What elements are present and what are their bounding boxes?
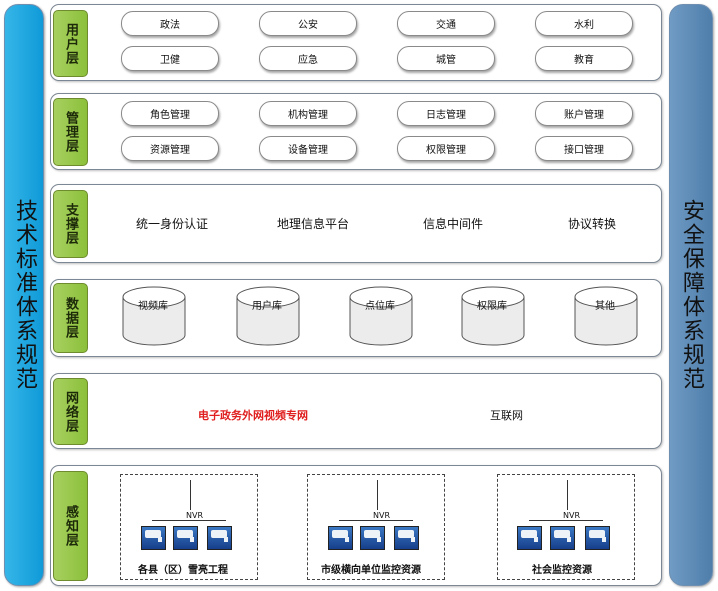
nvr-link-line (152, 520, 226, 521)
camera-device (141, 526, 166, 550)
support-layer (50, 184, 662, 263)
user-item: 卫健 (121, 46, 219, 71)
database-cylinder: 视频库 (122, 286, 186, 350)
county-xueliang-group (120, 474, 258, 580)
database-label: 权限库 (477, 301, 507, 312)
database-cylinder: 其他 (574, 286, 638, 350)
management-layer-tag-label: 管理层 (63, 111, 78, 153)
network-uplink-line (377, 480, 378, 510)
database-label: 用户库 (252, 301, 282, 312)
database-label: 点位库 (365, 301, 395, 312)
network-layer-tag: 网络层 (53, 378, 88, 445)
camera-icon (554, 530, 571, 542)
support-layer-tag-label: 支撑层 (63, 203, 78, 245)
county-xueliang-label: 各县（区）雪亮工程 (138, 565, 228, 576)
database-icon (236, 286, 300, 346)
right-pillar-label: 安全保障体系规范 (679, 199, 704, 391)
nvr-label: NVR (563, 511, 581, 520)
support-item: 协议转换 (568, 217, 617, 231)
network-layer-tag-label: 网络层 (63, 390, 78, 433)
management-layer-tag: 管理层 (53, 98, 88, 166)
nvr-label: NVR (186, 511, 204, 520)
database-cylinder: 用户库 (236, 286, 300, 350)
camera-icon (211, 530, 228, 542)
left-pillar-label: 技术标准体系规范 (12, 199, 37, 391)
nvr-link-line (529, 520, 603, 521)
perception-layer (50, 465, 662, 586)
camera-device (585, 526, 610, 550)
social-monitoring-label: 社会监控资源 (532, 565, 592, 576)
user-layer-tag-label: 用户层 (63, 22, 78, 65)
camera-device (394, 526, 419, 550)
user-item: 交通 (397, 11, 495, 36)
internet-label: 互联网 (490, 409, 523, 422)
management-item: 角色管理 (121, 101, 219, 126)
management-item: 权限管理 (397, 136, 495, 161)
camera-icon (145, 530, 162, 542)
user-item: 公安 (259, 11, 357, 36)
camera-icon (177, 530, 194, 542)
camera-device (517, 526, 542, 550)
database-icon (461, 286, 525, 346)
support-item: 信息中间件 (423, 217, 484, 231)
management-item: 接口管理 (535, 136, 633, 161)
management-item: 账户管理 (535, 101, 633, 126)
network-layer (50, 373, 662, 449)
support-item: 地理信息平台 (277, 217, 350, 231)
camera-icon (332, 530, 349, 542)
left-pillar: 技术标准体系规范 (4, 4, 44, 586)
user-layer-tag: 用户层 (53, 10, 88, 77)
nvr-link-line (339, 520, 413, 521)
social-monitoring-group (497, 474, 635, 580)
camera-device (550, 526, 575, 550)
perception-layer-tag-label: 感知层 (63, 505, 78, 547)
database-label: 视频库 (138, 301, 168, 312)
camera-icon (589, 530, 606, 542)
management-item: 资源管理 (121, 136, 219, 161)
data-layer-tag: 数据层 (53, 283, 88, 353)
data-layer-tag-label: 数据层 (63, 297, 78, 339)
user-item: 教育 (535, 46, 633, 71)
user-item: 应急 (259, 46, 357, 71)
camera-icon (521, 530, 538, 542)
database-icon (349, 286, 413, 346)
management-item: 日志管理 (397, 101, 495, 126)
right-pillar: 安全保障体系规范 (669, 4, 713, 586)
database-label: 其他 (595, 301, 615, 312)
camera-device (173, 526, 198, 550)
perception-layer-tag: 感知层 (53, 471, 88, 581)
database-icon (574, 286, 638, 346)
camera-device (207, 526, 232, 550)
support-layer-tag: 支撑层 (53, 190, 88, 258)
user-item: 水利 (535, 11, 633, 36)
management-item: 设备管理 (259, 136, 357, 161)
management-item: 机构管理 (259, 101, 357, 126)
nvr-label: NVR (373, 511, 391, 520)
user-item: 城管 (397, 46, 495, 71)
city-horizontal-group (307, 474, 445, 580)
city-horizontal-label: 市级横向单位监控资源 (321, 565, 421, 576)
user-item: 政法 (121, 11, 219, 36)
database-icon (122, 286, 186, 346)
camera-icon (364, 530, 381, 542)
camera-icon (398, 530, 415, 542)
gov-video-network-label: 电子政务外网视频专网 (198, 409, 308, 422)
support-item: 统一身份认证 (136, 217, 209, 231)
database-cylinder: 点位库 (349, 286, 413, 350)
network-uplink-line (567, 480, 568, 510)
camera-device (328, 526, 353, 550)
database-cylinder: 权限库 (461, 286, 525, 350)
camera-device (360, 526, 385, 550)
network-uplink-line (190, 480, 191, 510)
